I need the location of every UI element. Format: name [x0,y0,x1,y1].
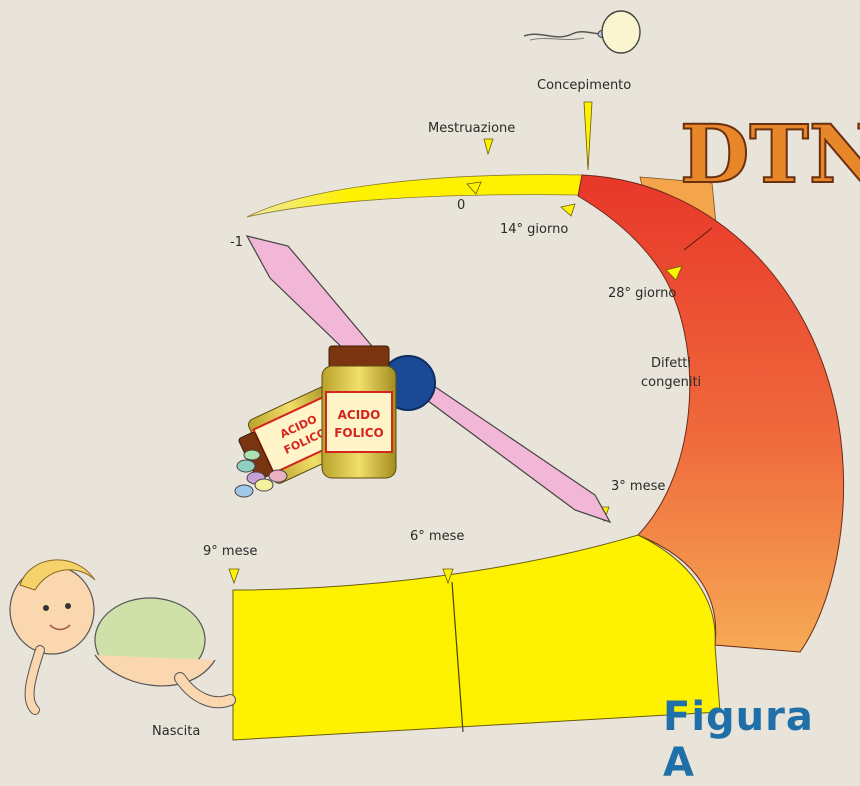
arc-segment-late-pregnancy [233,535,720,740]
dtn-logo: DTN [680,107,860,201]
tick-concepimento [584,102,592,170]
bottle-label-line1: ACIDO [338,408,381,422]
label-mestruazione: Mestruazione [428,122,515,135]
label-giorno-28: 28° giorno [608,287,676,300]
label-nascita: Nascita [152,725,200,738]
baby-illustration [10,560,230,710]
upright-bottle: ACIDO FOLICO [322,346,396,478]
sperm-egg-illustration [524,11,640,53]
label-6-mese: 6° mese [410,530,464,543]
figure-title: Figura A [663,694,860,786]
label-minus-one: -1 [230,236,243,249]
label-concepimento: Concepimento [537,79,631,92]
label-congeniti: congeniti [641,376,701,389]
tick-mestruazione [484,139,493,154]
tick-9-mese [229,569,239,583]
tick-14 [561,204,575,216]
clock-hand-short [420,380,610,522]
label-3-mese: 3° mese [611,480,665,493]
arc-segment-early [247,175,582,217]
pregnancy-timeline-diagram: ACIDO FOLICO ACIDO FOLICO DTN [0,0,860,754]
label-difetti: Difetti [651,357,691,370]
label-zero: 0 [457,199,465,212]
label-9-mese: 9° mese [203,545,257,558]
label-giorno-14: 14° giorno [500,223,568,236]
bottle-label-line2: FOLICO [334,426,384,440]
